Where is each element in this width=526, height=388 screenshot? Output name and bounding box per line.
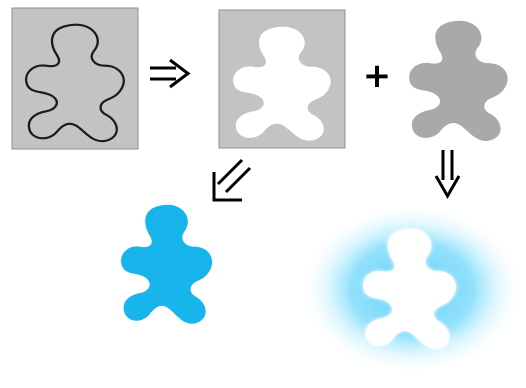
outline-panel [11, 7, 139, 150]
white-blob-panel [218, 9, 346, 149]
double-arrow-down-left-icon [212, 158, 252, 202]
double-arrow-down-icon [434, 150, 461, 200]
double-arrow-right-icon [150, 58, 191, 89]
gray-blob-group [409, 20, 508, 141]
glow-blob-result [300, 203, 524, 375]
blob-blue-shape [121, 204, 213, 324]
blob-gray-shape [409, 20, 508, 141]
plus-operator: + [363, 56, 392, 96]
blue-blob-result [121, 204, 213, 324]
outline-panel-background [11, 7, 139, 150]
